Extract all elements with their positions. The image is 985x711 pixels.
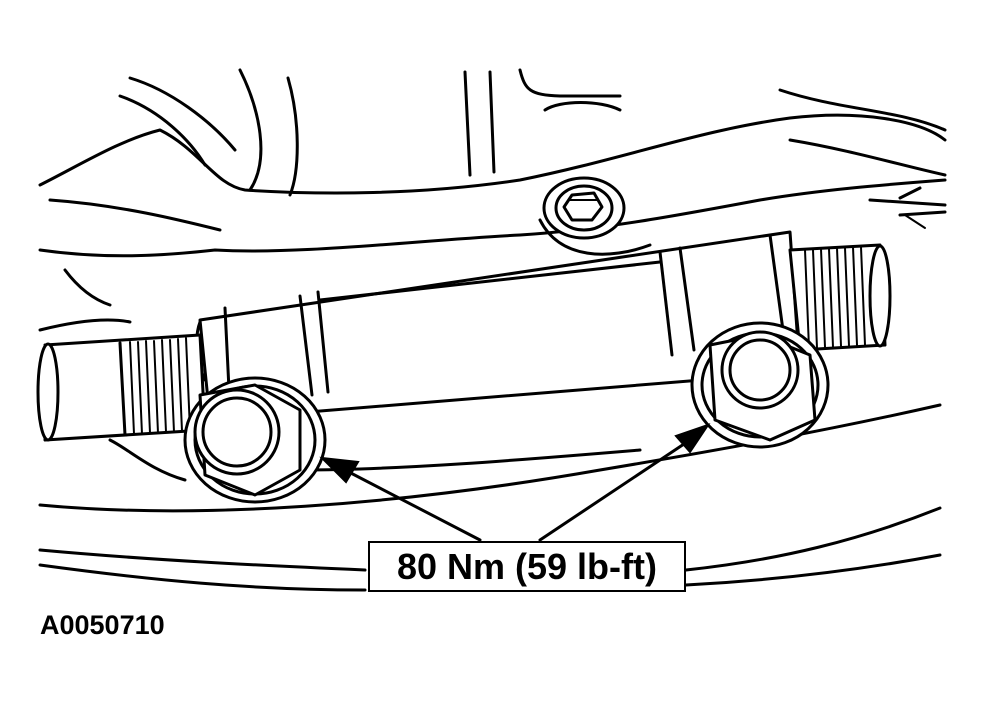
- left-arrow-head: [319, 456, 360, 484]
- right-hex-bolt: [690, 321, 830, 449]
- left-thread-lines: [129, 337, 191, 435]
- torque-spec-callout: 80 Nm (59 lb-ft): [368, 541, 686, 592]
- mounting-bolt: [542, 176, 626, 240]
- right-arrow-head: [674, 423, 711, 454]
- figure-id: A0050710: [40, 610, 165, 640]
- right-threaded-fitting: [788, 243, 892, 352]
- right-thread-lines: [804, 246, 866, 349]
- left-threaded-fitting: [36, 333, 207, 442]
- callout-leaders: [319, 423, 711, 542]
- cooler-line-tube: [195, 230, 802, 422]
- frame-outline: [118, 68, 947, 229]
- left-hex-bolt: [183, 376, 327, 504]
- control-arm: [38, 113, 947, 307]
